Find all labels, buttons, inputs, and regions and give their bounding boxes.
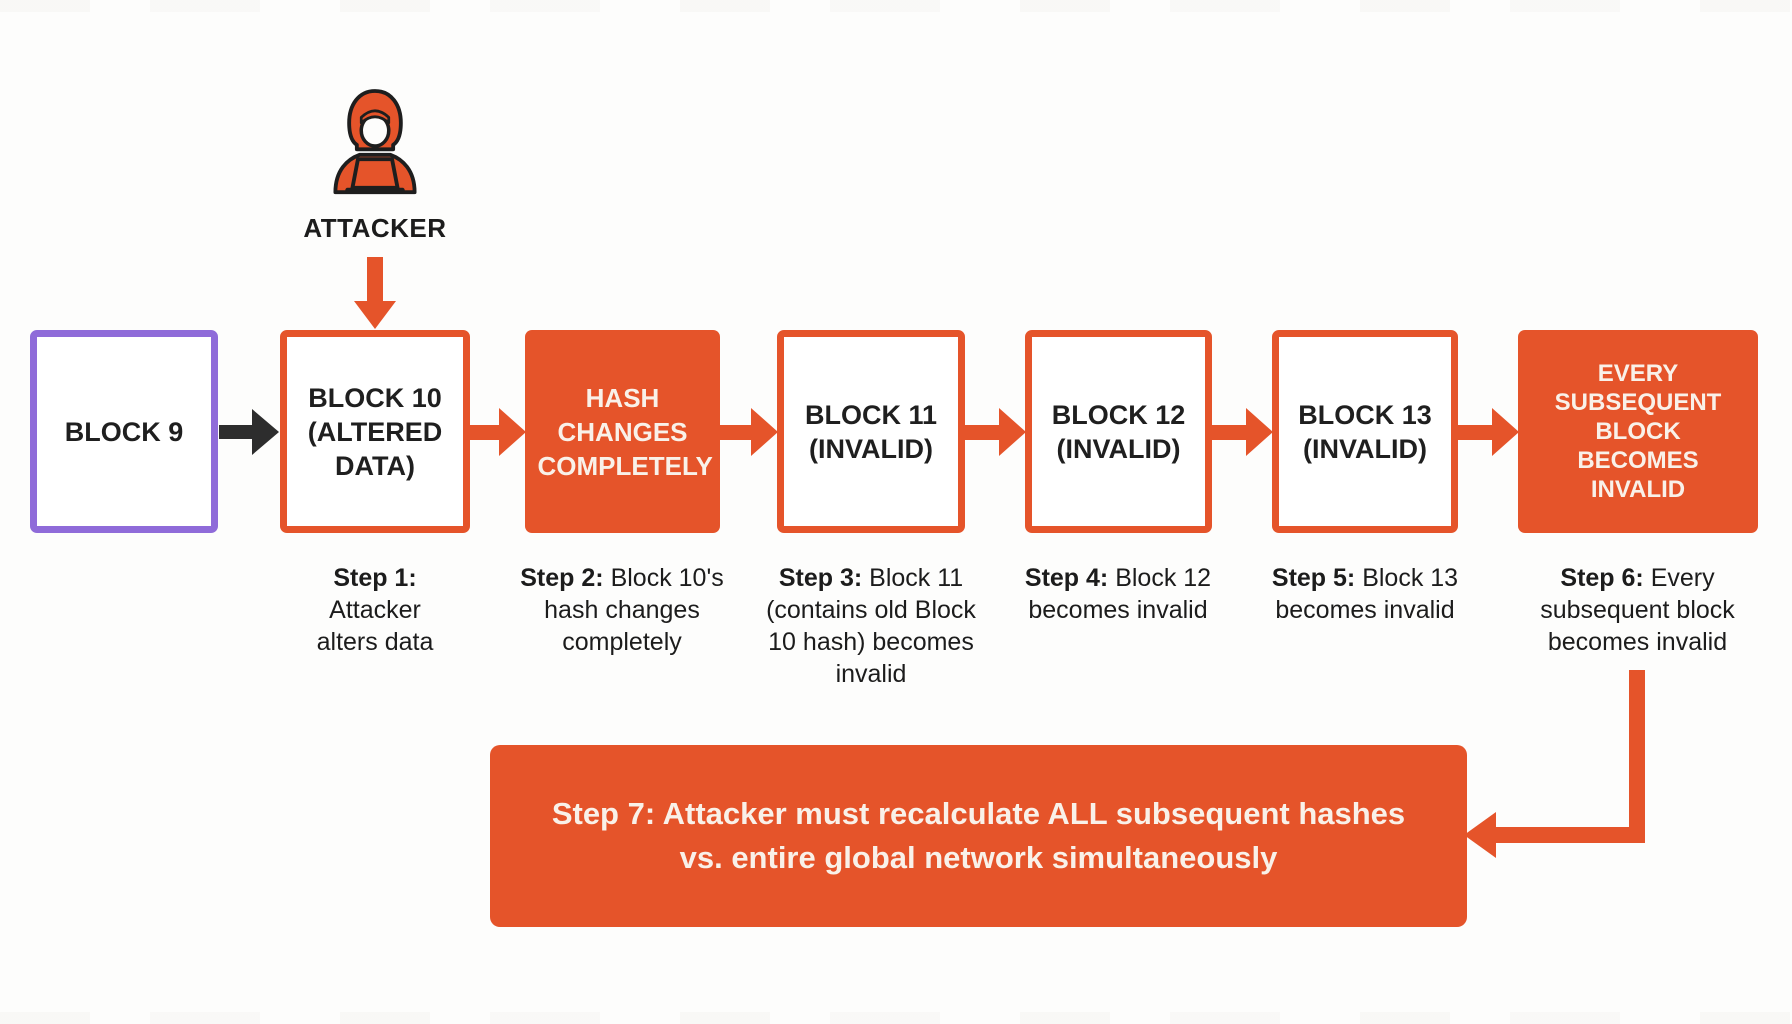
step-2-caption: Step 2: Block 10's hash changes complete… [520, 564, 724, 656]
arrow-block12-to-block13-icon [1210, 405, 1273, 459]
arrow-block10-to-hash-icon [468, 405, 526, 459]
elbow-connector-vertical [1629, 670, 1645, 843]
block-11-invalid: BLOCK 11 (INVALID) [777, 330, 965, 533]
step-7-banner: Step 7: Attacker must recalculate ALL su… [490, 745, 1467, 927]
arrow-block9-to-block10-icon [219, 405, 279, 459]
block-10-label: BLOCK 10 (ALTERED DATA) [307, 382, 443, 481]
step-1-caption: Step 1: Attacker alters data [316, 564, 434, 656]
block-13-invalid: BLOCK 13 (INVALID) [1272, 330, 1458, 533]
elbow-connector-horizontal [1494, 827, 1645, 843]
hash-changes-block: HASH CHANGES COMPLETELY [525, 330, 720, 533]
attacker-group: ATTACKER [275, 85, 475, 244]
bottom-edge-artifact [0, 1012, 1792, 1024]
step-6-caption: Step 6: Every subsequent block becomes i… [1540, 564, 1735, 656]
block-9: BLOCK 9 [30, 330, 218, 533]
subsequent-invalid-block: EVERY SUBSEQUENT BLOCK BECOMES INVALID [1518, 330, 1758, 533]
block-10-altered: BLOCK 10 (ALTERED DATA) [280, 330, 470, 533]
block-12-label: BLOCK 12 (INVALID) [1051, 399, 1186, 464]
step-3-caption: Step 3: Block 11 (contains old Block 10 … [766, 564, 976, 688]
step-7-line2: vs. entire global network simultaneously [679, 840, 1278, 875]
block-9-label: BLOCK 9 [64, 416, 184, 447]
arrow-block11-to-block12-icon [963, 405, 1026, 459]
attacker-icon [275, 85, 475, 207]
block-11-label: BLOCK 11 (INVALID) [804, 399, 938, 464]
arrow-hash-to-block11-icon [718, 405, 778, 459]
step-7-line1: Step 7: Attacker must recalculate ALL su… [551, 796, 1406, 831]
block-13-label: BLOCK 13 (INVALID) [1298, 399, 1432, 464]
hash-changes-label: HASH CHANGES COMPLETELY [537, 382, 713, 481]
attacker-down-arrow-icon [354, 257, 396, 329]
attacker-label: ATTACKER [303, 213, 447, 243]
arrow-block13-to-final-icon [1456, 405, 1519, 459]
subsequent-invalid-label: EVERY SUBSEQUENT BLOCK BECOMES INVALID [1554, 360, 1722, 503]
top-edge-artifact [0, 0, 1792, 12]
step-5-caption: Step 5: Block 13 becomes invalid [1271, 564, 1459, 624]
step-4-caption: Step 4: Block 12 becomes invalid [1024, 564, 1212, 624]
elbow-connector-arrowhead-icon [1464, 812, 1496, 858]
block-12-invalid: BLOCK 12 (INVALID) [1025, 330, 1212, 533]
